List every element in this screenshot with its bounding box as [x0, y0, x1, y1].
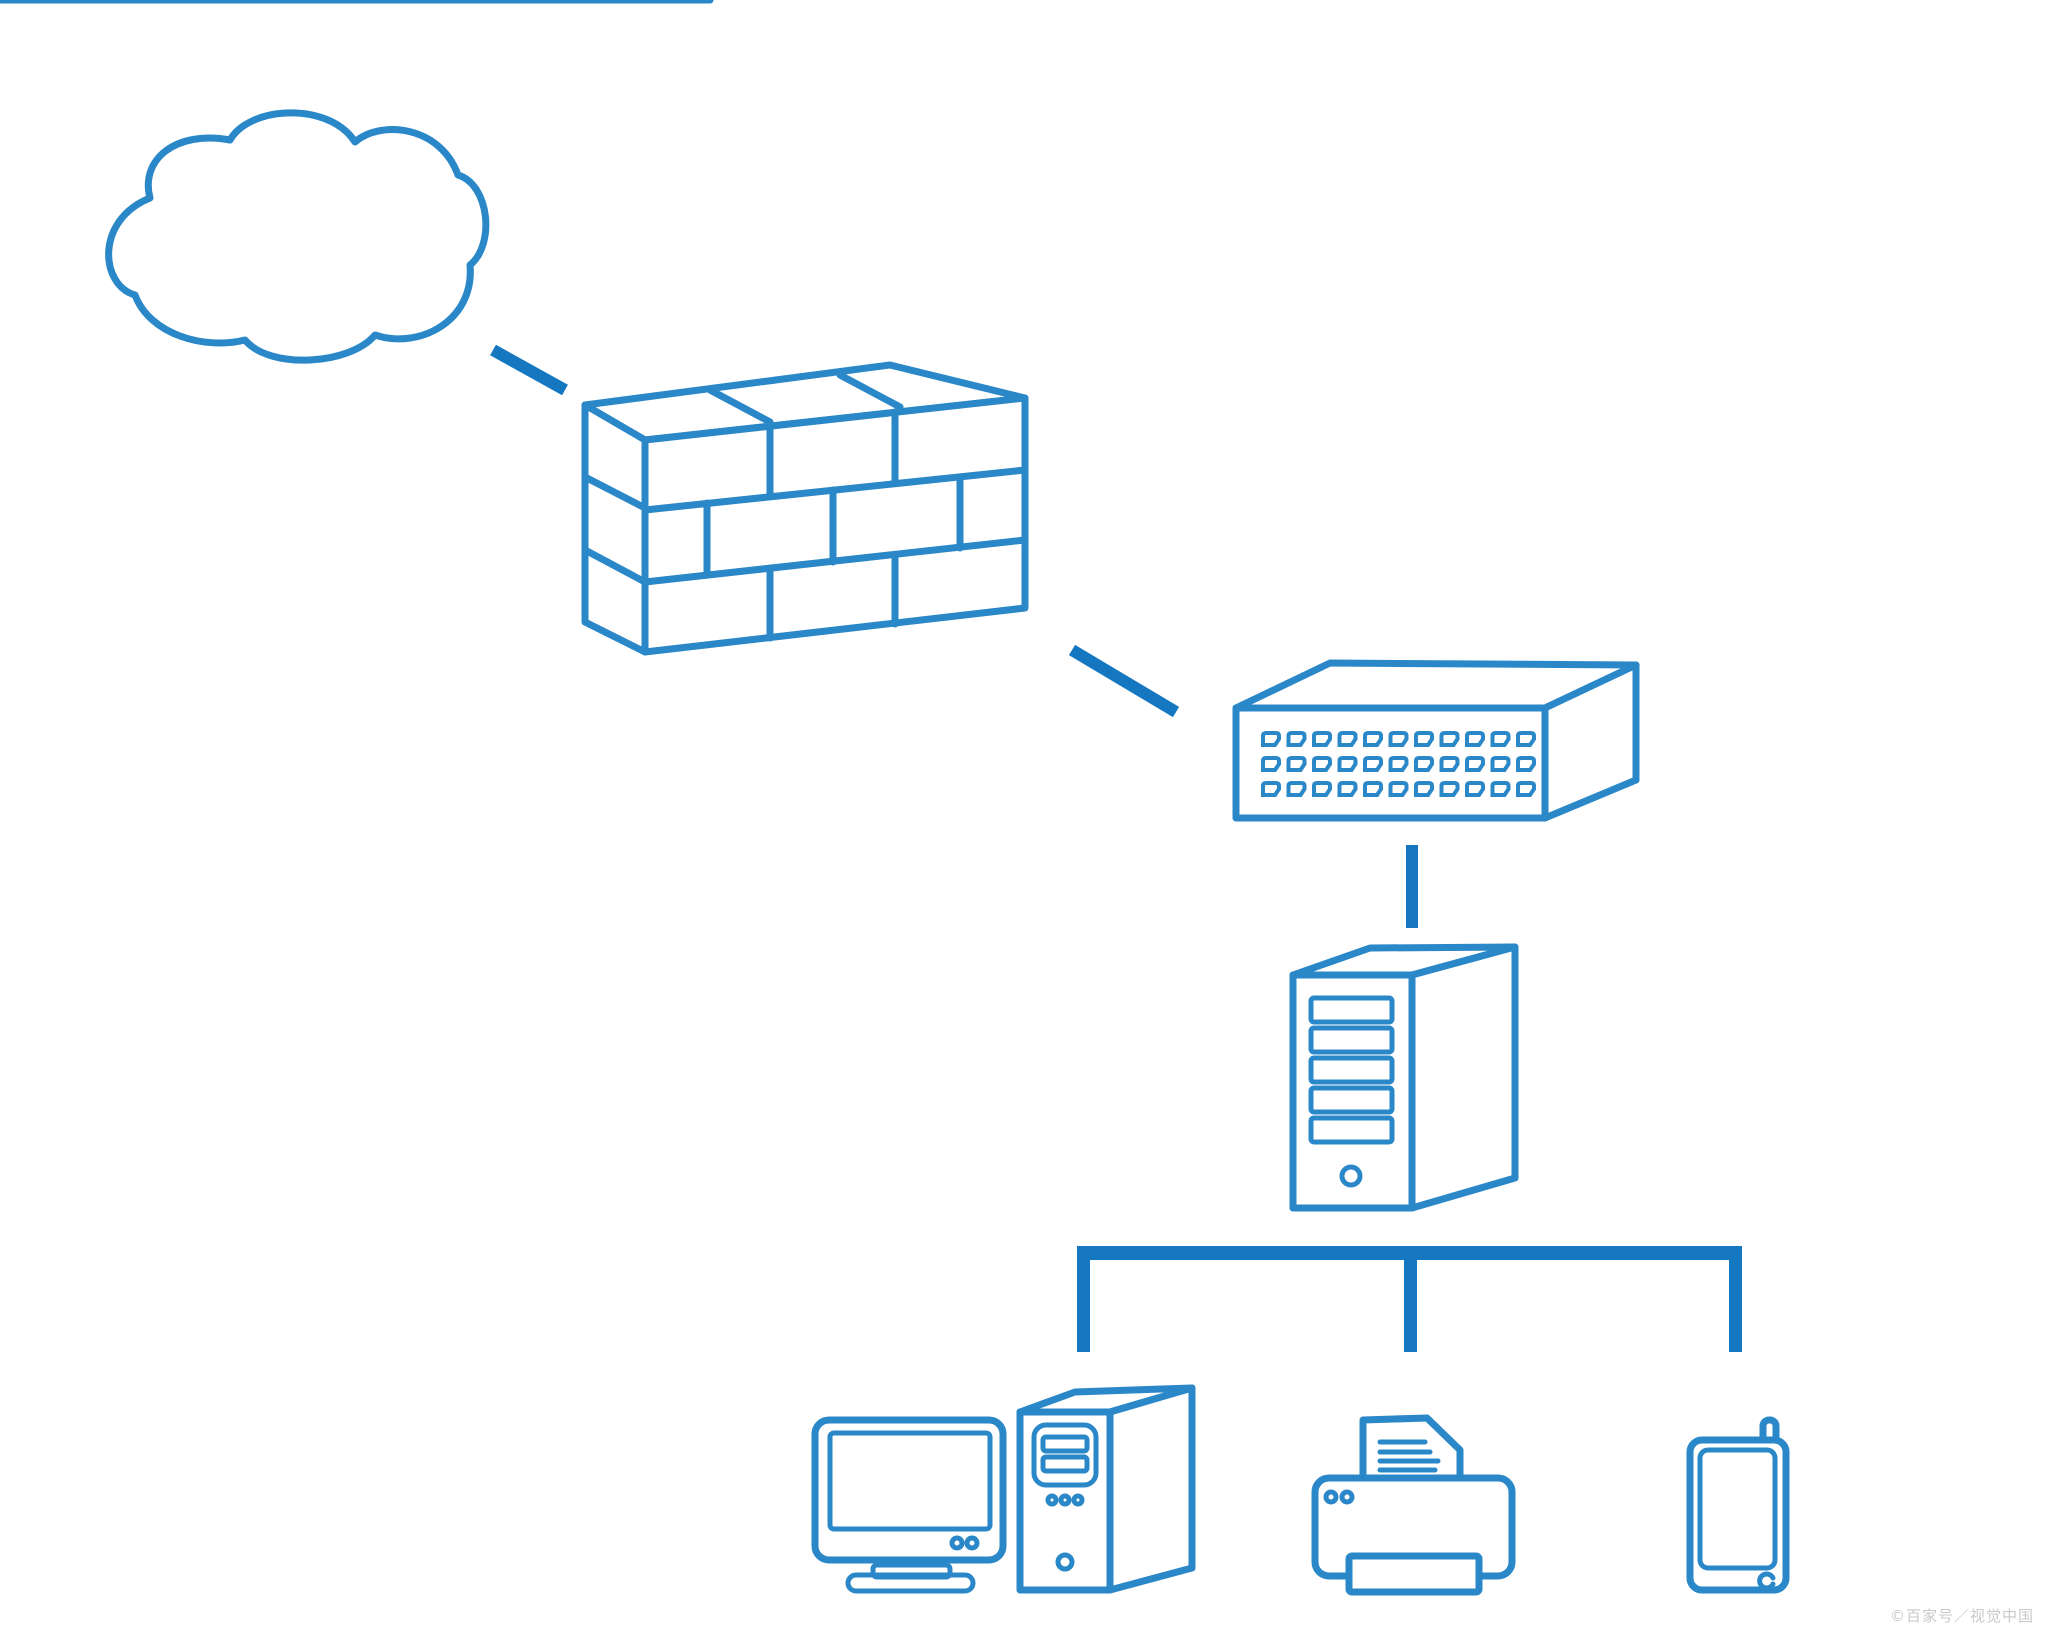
switch-port — [1261, 756, 1281, 772]
server-icon — [1289, 943, 1519, 1212]
switch-port — [1363, 731, 1383, 747]
switch-port — [1388, 756, 1409, 772]
distribution-bus — [1077, 1246, 1742, 1352]
switch-port — [1490, 731, 1511, 747]
link-firewall-switch — [1068, 644, 1180, 718]
switch-port — [1516, 756, 1536, 772]
switch-port — [1388, 781, 1409, 797]
server-drive-bay — [1308, 1025, 1395, 1055]
switch-port — [1465, 781, 1485, 797]
switch-port — [1337, 756, 1358, 772]
printer-icon — [1311, 1414, 1516, 1596]
switch-port — [1312, 731, 1332, 747]
switch-port — [1414, 781, 1434, 797]
switch-port — [1414, 731, 1434, 747]
firewall-icon — [0, 0, 1029, 656]
link-internet-firewall — [490, 344, 568, 396]
server-drive-bay — [1308, 1115, 1395, 1145]
watermark: ©百家号／视觉中国 — [1889, 1607, 2034, 1625]
switch-port — [1363, 781, 1383, 797]
switch-ports — [1261, 731, 1536, 797]
switch-port — [1439, 756, 1460, 772]
mobile-phone-icon — [1686, 1416, 1790, 1594]
switch-port — [1516, 731, 1536, 747]
switch-port — [1465, 756, 1485, 772]
switch-port — [1337, 731, 1358, 747]
switch-port — [1286, 731, 1307, 747]
switch-port — [1388, 731, 1409, 747]
cloud-icon — [105, 109, 490, 364]
switch-port — [1261, 781, 1281, 797]
server-drive-bay — [1308, 1055, 1395, 1085]
switch-port — [1286, 756, 1307, 772]
switch-port — [1465, 731, 1485, 747]
server-drive-bay — [1308, 1085, 1395, 1115]
switch-port — [1490, 781, 1511, 797]
switch-port — [1414, 756, 1434, 772]
switch-port — [1261, 731, 1281, 747]
switch-port — [1439, 731, 1460, 747]
switch-port — [1490, 756, 1511, 772]
switch-port — [1337, 781, 1358, 797]
switch-port — [1439, 781, 1460, 797]
switch-port — [1363, 756, 1383, 772]
switch-icon — [1232, 659, 1640, 822]
switch-port — [1312, 756, 1332, 772]
switch-port — [1286, 781, 1307, 797]
switch-port — [1312, 781, 1332, 797]
desktop-computer-icon — [811, 1384, 1196, 1594]
switch-port — [1516, 781, 1536, 797]
server-drive-bays — [1308, 995, 1395, 1145]
server-drive-bay — [1308, 995, 1395, 1025]
